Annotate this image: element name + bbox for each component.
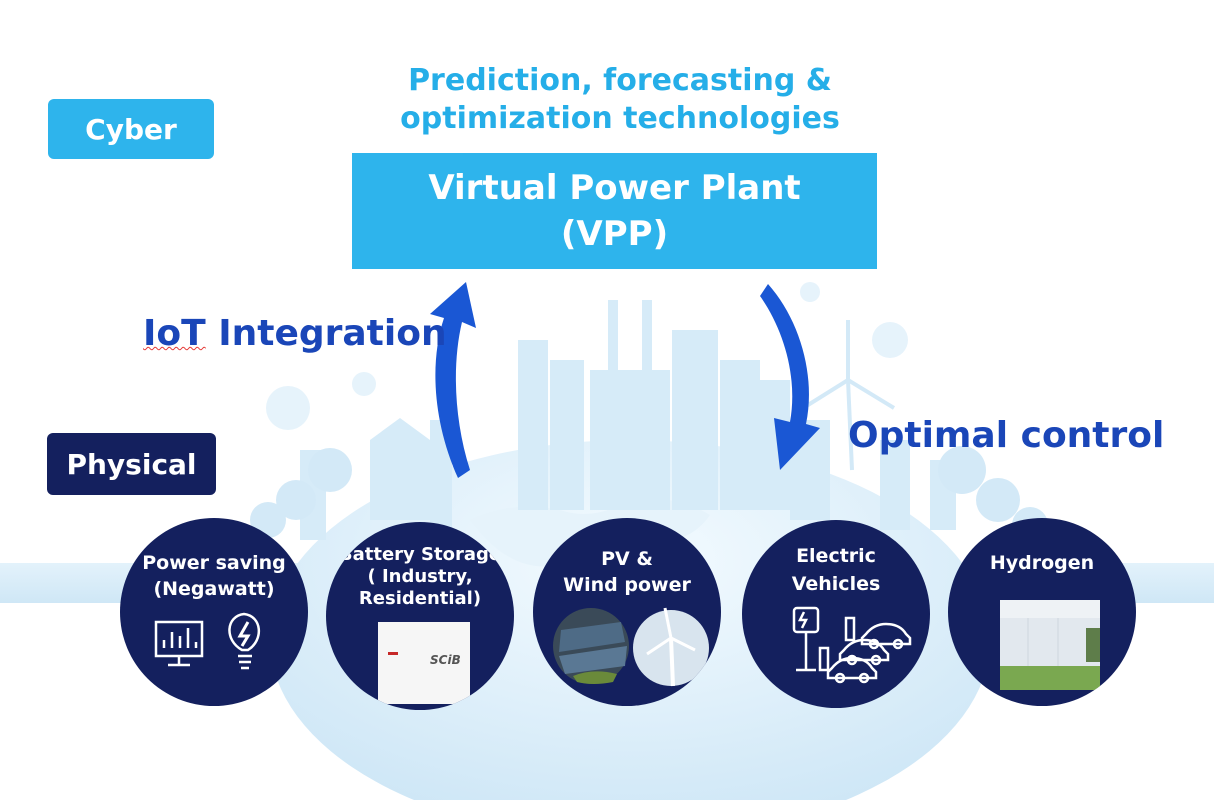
hydrogen-facility-image [1000, 600, 1100, 690]
vpp-box: Virtual Power Plant (VPP) [352, 153, 877, 269]
city-skyline [300, 300, 956, 540]
battery-brand-text: SCiB [430, 653, 461, 667]
optimal-control-arrow [760, 284, 820, 470]
wind-turbine-image [633, 607, 709, 687]
cyber-label: Cyber [48, 99, 214, 159]
resource-title-line2: Wind power [563, 574, 691, 596]
integration-word: Integration [205, 313, 447, 354]
battery-art [378, 622, 470, 704]
technologies-heading-line1: Prediction, forecasting & [408, 63, 832, 98]
technologies-heading-line2: optimization technologies [400, 101, 840, 136]
monitor-chart-icon [154, 620, 204, 667]
resource-hydrogen: Hydrogen [948, 518, 1136, 706]
resource-title-line2: ( Industry, [367, 566, 473, 587]
resource-electric-vehicles: Electric Vehicles [742, 520, 930, 708]
resource-title-line1: Battery Storage [338, 544, 502, 565]
ev-art [792, 606, 912, 684]
battery-unit-image [378, 622, 470, 704]
resource-title: Power saving (Negawatt) [120, 550, 308, 602]
resource-title: Battery Storage ( Industry, Residential) [326, 544, 514, 610]
resource-title: Electric Vehicles [742, 542, 930, 598]
power-saving-art [154, 612, 260, 670]
resource-title-line2: (Negawatt) [153, 578, 275, 600]
physical-label: Physical [47, 433, 216, 495]
technologies-heading: Prediction, forecasting & optimization t… [330, 62, 910, 138]
resource-title-line1: Power saving [142, 552, 286, 574]
optimal-control-label: Optimal control [848, 415, 1165, 456]
pv-wind-art [553, 607, 709, 687]
iot-integration-arrow [430, 282, 476, 478]
resource-title-line1: Electric [796, 545, 876, 567]
solar-panel-image [553, 608, 629, 684]
vpp-title: Virtual Power Plant [428, 168, 801, 208]
iot-word: IoT [143, 313, 206, 354]
resource-title-line3: Residential) [358, 588, 482, 609]
hydrogen-art [1000, 600, 1100, 690]
vpp-abbreviation: (VPP) [560, 214, 669, 254]
ev-charger-icon [792, 606, 856, 672]
resource-title: Hydrogen [948, 550, 1136, 576]
resource-battery-storage: Battery Storage ( Industry, Residential)… [326, 522, 514, 710]
resource-title-line1: PV & [601, 548, 653, 570]
resource-power-saving: Power saving (Negawatt) [120, 518, 308, 706]
resource-title-line2: Vehicles [791, 573, 881, 595]
resource-pv-wind: PV & Wind power [533, 518, 721, 706]
iot-integration-label: IoT Integration [143, 313, 447, 354]
car-icon [826, 622, 912, 684]
bubbles [266, 282, 908, 430]
resource-title: PV & Wind power [533, 546, 721, 598]
lightbulb-bolt-icon [228, 612, 260, 670]
resource-title-line1: Hydrogen [989, 552, 1095, 574]
